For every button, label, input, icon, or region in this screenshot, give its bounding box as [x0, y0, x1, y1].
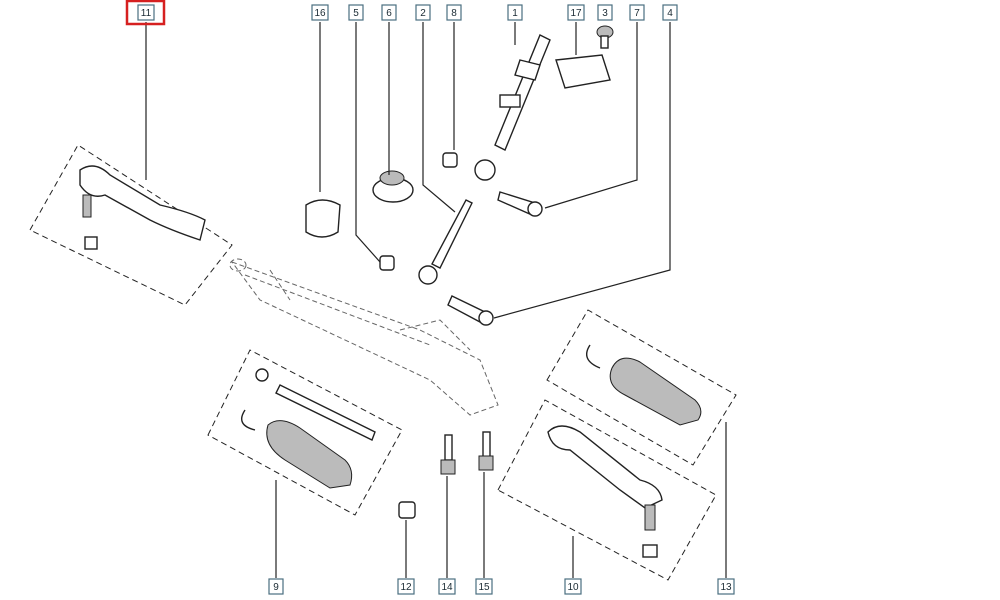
svg-text:16: 16	[314, 8, 326, 19]
part-7-bolt[interactable]	[497, 191, 543, 217]
callout-6[interactable]: 6	[381, 4, 397, 21]
part-6-grommet[interactable]	[372, 170, 414, 203]
tie-rod-end-left[interactable]	[79, 165, 206, 250]
svg-text:14: 14	[441, 582, 453, 593]
callout-12[interactable]: 12	[397, 578, 415, 595]
part-4-bolt[interactable]	[447, 295, 494, 326]
svg-text:9: 9	[273, 582, 279, 593]
svg-text:12: 12	[400, 582, 412, 593]
part-2-intermediate-shaft[interactable]	[418, 199, 473, 285]
part-17-bracket[interactable]	[555, 54, 611, 89]
boot-kit-right[interactable]	[586, 344, 702, 426]
svg-text:3: 3	[602, 8, 608, 19]
leader-lines	[145, 22, 727, 578]
callout-4[interactable]: 4	[662, 4, 678, 21]
svg-text:1: 1	[512, 8, 518, 19]
callout-1[interactable]: 1	[507, 4, 523, 21]
part-15-bolt[interactable]	[478, 431, 494, 471]
callout-14[interactable]: 14	[438, 578, 456, 595]
boot-kit-left[interactable]	[241, 368, 376, 489]
svg-text:11: 11	[141, 8, 152, 19]
callout-2[interactable]: 2	[415, 4, 431, 21]
callout-15[interactable]: 15	[475, 578, 493, 595]
group-box-left-boot-kit	[207, 349, 403, 516]
part-8-bush[interactable]	[442, 152, 458, 168]
part-14-bolt[interactable]	[440, 434, 456, 475]
svg-text:4: 4	[667, 8, 673, 19]
part-5-bush[interactable]	[379, 255, 395, 271]
part-12-nut[interactable]	[398, 501, 416, 519]
callout-10[interactable]: 10	[564, 578, 582, 595]
group-box-right-tie-rod-end	[497, 399, 717, 581]
svg-text:7: 7	[634, 8, 640, 19]
steering-rack	[229, 258, 499, 416]
svg-text:17: 17	[570, 8, 582, 19]
callout-3[interactable]: 3	[597, 4, 613, 21]
selected-part-highlight	[125, 0, 166, 26]
svg-text:5: 5	[353, 8, 359, 19]
part-3-bolt[interactable]	[596, 25, 614, 49]
svg-text:6: 6	[386, 8, 392, 19]
group-box-right-boot-kit	[546, 309, 737, 466]
callout-11[interactable]: 11	[137, 4, 155, 21]
svg-text:15: 15	[478, 582, 490, 593]
callout-17[interactable]: 17	[567, 4, 585, 21]
group-box-left-tie-rod-end	[29, 144, 233, 306]
callout-5[interactable]: 5	[348, 4, 364, 21]
callout-9[interactable]: 9	[268, 578, 284, 595]
part-1-steering-column[interactable]	[474, 34, 551, 181]
tie-rod-end-right[interactable]	[547, 425, 663, 558]
callout-16[interactable]: 16	[311, 4, 329, 21]
part-16-bush[interactable]	[305, 199, 341, 238]
svg-text:2: 2	[420, 8, 426, 19]
svg-text:13: 13	[720, 582, 732, 593]
svg-text:10: 10	[567, 582, 579, 593]
callout-13[interactable]: 13	[717, 578, 735, 595]
callout-8[interactable]: 8	[446, 4, 462, 21]
svg-text:8: 8	[451, 8, 457, 19]
callout-7[interactable]: 7	[629, 4, 645, 21]
